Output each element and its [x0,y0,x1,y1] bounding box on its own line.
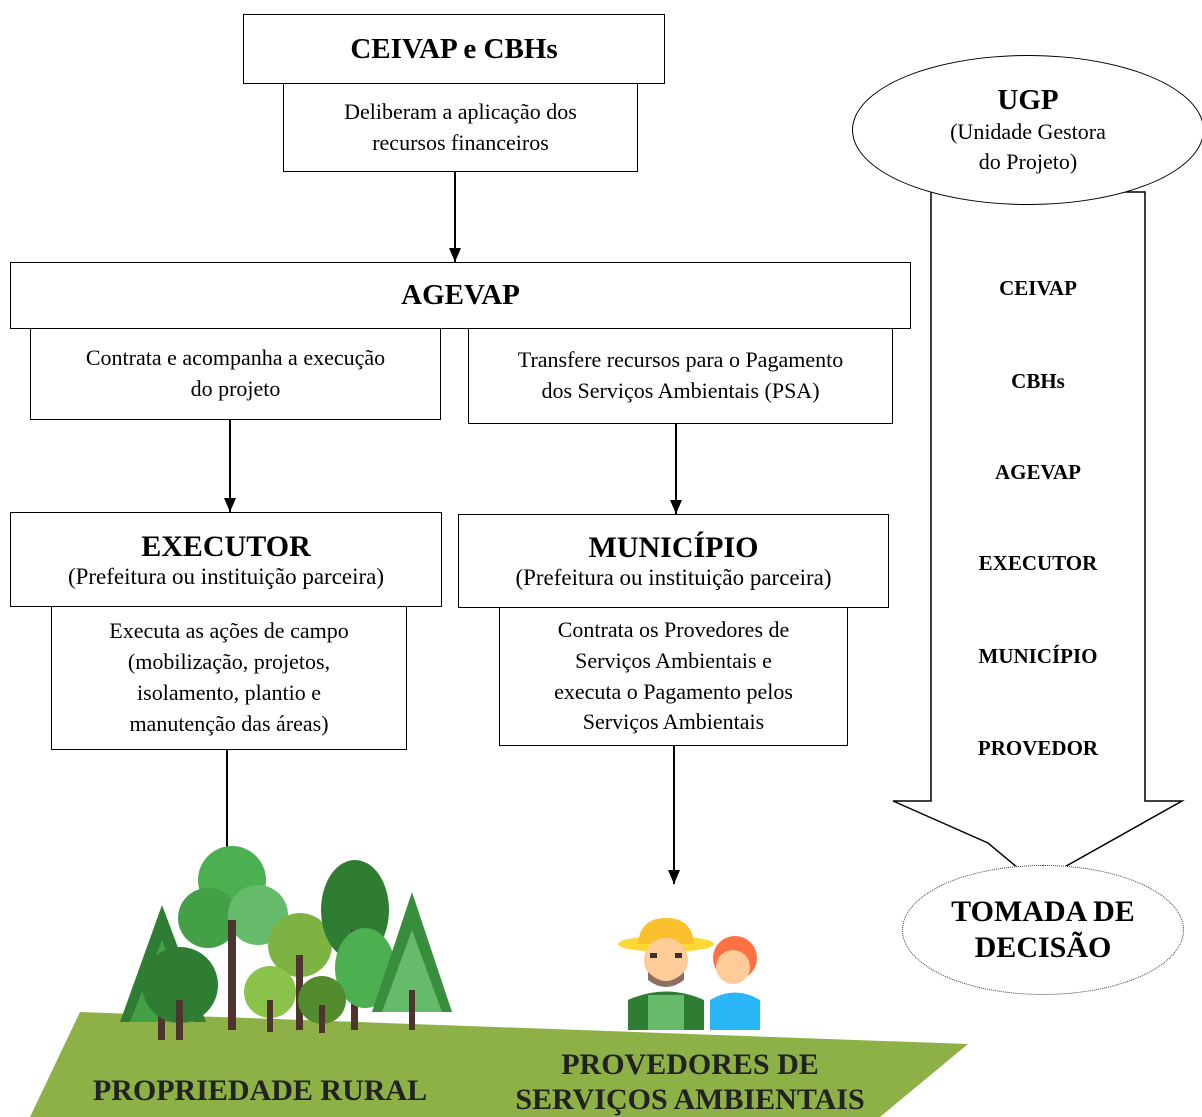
ground-right-line1: PROVEDORES DE [561,1048,819,1081]
agevap-title-box: AGEVAP [10,262,911,329]
ugp-title: UGP [997,83,1059,116]
agevap-left-line2: do projeto [190,376,281,401]
trees-illustration [120,846,452,1040]
executor-desc-line: manutenção das áreas) [129,710,329,736]
ground-left-label: PROPRIEDADE RURAL [92,1074,428,1107]
ground-right-line2: SERVIÇOS AMBIENTAIS [515,1082,865,1116]
top-description-box: Deliberam a aplicação dos recursos finan… [283,83,638,172]
ugp-item-executor: EXECUTOR [978,551,1098,575]
providers-illustration [618,918,760,1030]
executor-subtitle: (Prefeitura ou instituição parceira) [67,563,385,589]
municipio-title-box: MUNICÍPIO (Prefeitura ou instituição par… [458,514,889,608]
executor-desc-line: isolamento, plantio e [137,680,321,705]
municipio-desc-line: executa o Pagamento pelos [554,678,793,704]
ugp-item-cbhs: CBHs [1011,369,1065,393]
agevap-left-line1: Contrata e acompanha a execução [85,345,386,371]
executor-description-box: Executa as ações de campo (mobilização, … [51,606,407,750]
top-desc-line1: Deliberam a aplicação dos [344,98,577,124]
executor-title: EXECUTOR [141,529,311,563]
ground-right-label: PROVEDORES DE SERVIÇOS AMBIENTAIS [470,1048,910,1117]
ugp-item-municipio: MUNICÍPIO [978,644,1098,668]
agevap-right-line2: dos Serviços Ambientais (PSA) [541,378,820,403]
decision-ellipse: TOMADA DE DECISÃO [902,865,1184,995]
ugp-item-agevap: AGEVAP [995,460,1081,484]
municipio-description-box: Contrata os Provedores de Serviços Ambie… [499,607,848,746]
ugp-sub-line2: do Projeto) [978,148,1078,174]
ugp-ellipse: UGP (Unidade Gestora do Projeto) [852,55,1202,205]
ugp-sub-line1: (Unidade Gestora [950,118,1106,144]
executor-title-box: EXECUTOR (Prefeitura ou instituição parc… [10,512,442,607]
ugp-item-ceivap: CEIVAP [999,276,1077,300]
executor-desc-line: (mobilização, projetos, [127,649,331,675]
agevap-right-line1: Transfere recursos para o Pagamento [517,347,844,373]
municipio-subtitle: (Prefeitura ou instituição parceira) [515,565,832,590]
executor-desc-line: Executa as ações de campo [109,618,349,644]
municipio-desc-line: Serviços Ambientais e [575,647,772,673]
ground-plane [30,1012,968,1117]
agevap-title: AGEVAP [401,279,520,311]
agevap-right-box: Transfere recursos para o Pagamento dos … [468,328,893,424]
ugp-item-provedor: PROVEDOR [977,736,1099,760]
municipio-title: MUNICÍPIO [588,531,759,564]
agevap-left-box: Contrata e acompanha a execução do proje… [30,328,441,420]
municipio-desc-line: Serviços Ambientais [582,709,765,735]
top-title: CEIVAP e CBHs [350,32,558,65]
decision-line2: DECISÃO [974,931,1112,964]
top-desc-line2: recursos financeiros [372,129,549,155]
municipio-desc-line: Contrata os Provedores de [557,616,790,642]
top-title-box: CEIVAP e CBHs [243,14,665,84]
decision-line1: TOMADA DE [951,895,1135,928]
